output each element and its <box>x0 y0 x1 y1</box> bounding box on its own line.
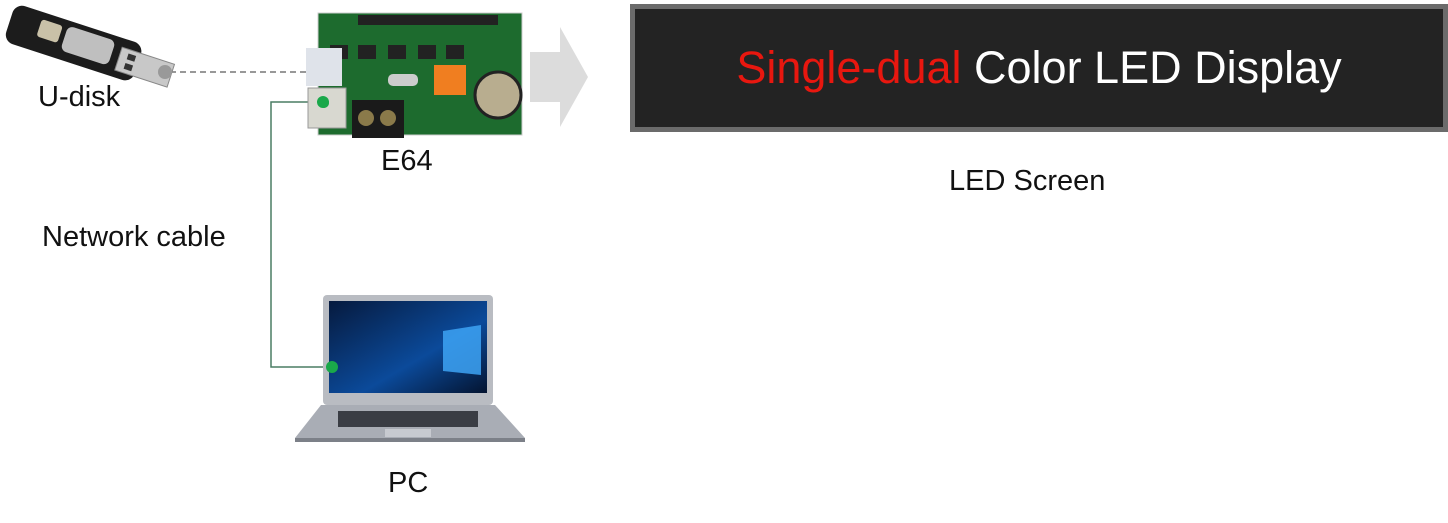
board-network-port-connector-icon <box>317 96 329 108</box>
led-screen-label: LED Screen <box>949 165 1106 197</box>
led-display-panel: Single-dual Color LED Display <box>630 4 1448 132</box>
arrow-right-icon <box>530 27 588 127</box>
network-cable-label: Network cable <box>42 221 226 253</box>
led-text-white: Color LED Display <box>974 42 1342 93</box>
led-text-red: Single-dual <box>736 42 962 93</box>
pc-label: PC <box>388 467 429 499</box>
udisk-label: U-disk <box>38 81 121 113</box>
e64-label: E64 <box>381 145 433 177</box>
network-cable-line <box>270 101 332 368</box>
pc-network-port-connector-icon <box>326 361 338 373</box>
e64-controller-board-icon <box>306 12 523 138</box>
laptop-pc-icon <box>295 295 525 442</box>
usb-drive-icon <box>5 5 176 88</box>
